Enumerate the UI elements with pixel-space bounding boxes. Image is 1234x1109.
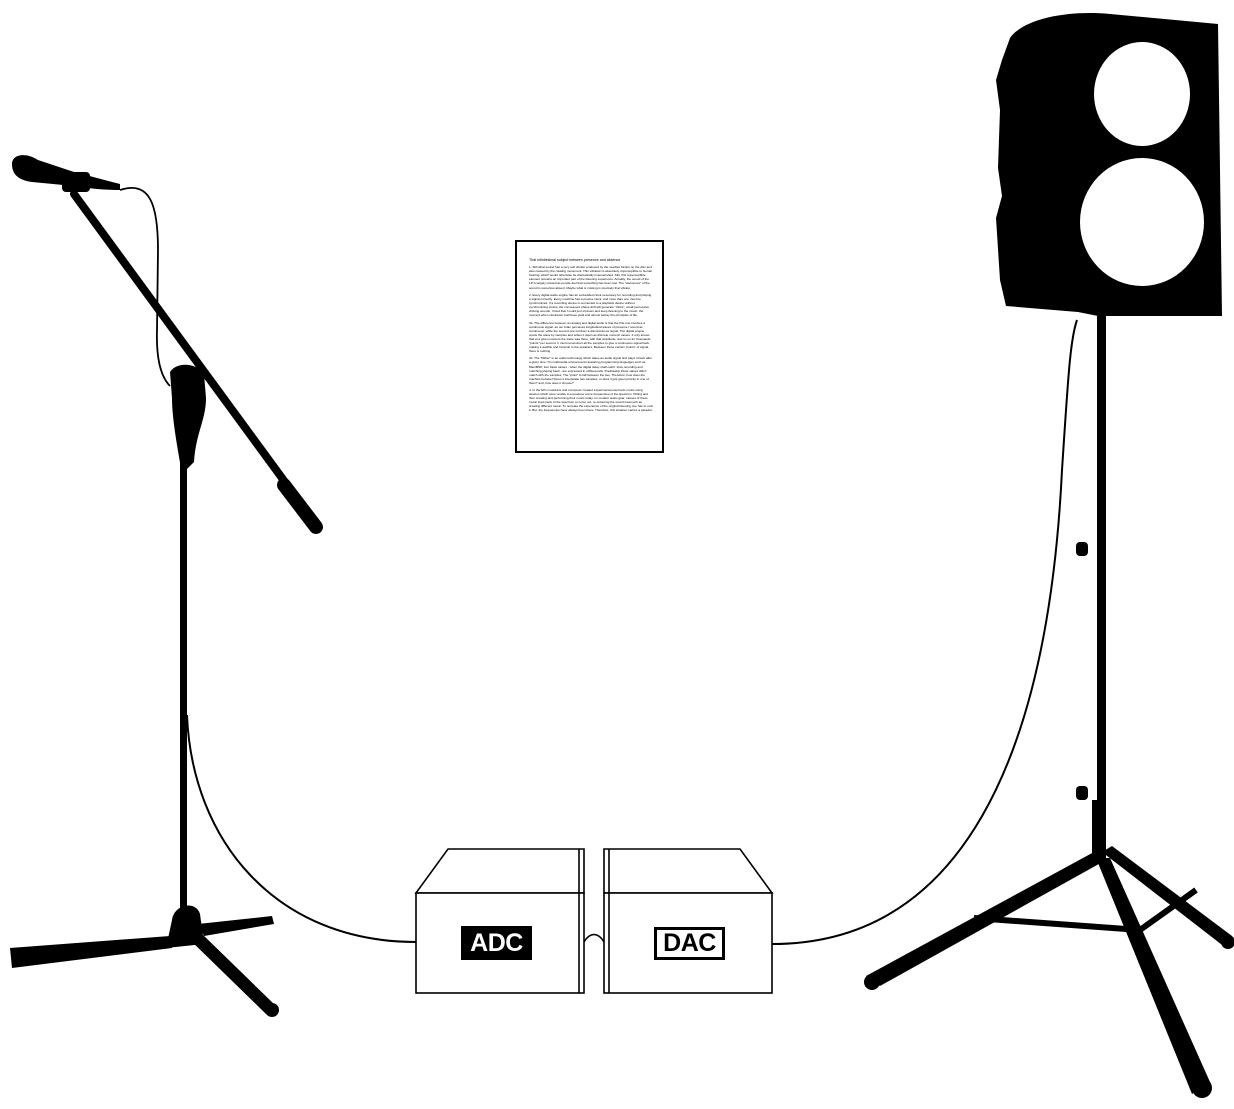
speaker-stand-foot-front xyxy=(1192,1078,1212,1098)
document-paragraph: 3a. The difference between an analog and… xyxy=(529,321,653,353)
text-document: That infinitesimal subject between prese… xyxy=(515,240,664,453)
mic-stand-leg-left xyxy=(10,936,172,968)
adc-label: ADC xyxy=(461,926,532,960)
speaker-stand-pole-upper xyxy=(1097,316,1106,816)
adc-box xyxy=(416,849,584,993)
microphone-cable xyxy=(187,715,416,942)
mic-stand-leg-back xyxy=(198,916,274,936)
speaker-tweeter xyxy=(1094,42,1190,146)
document-paragraph: 3b. The "Dither" is an audio technology … xyxy=(529,356,653,384)
pole-knob-1 xyxy=(1076,542,1088,556)
dac-box xyxy=(604,849,772,993)
speaker-cable xyxy=(772,320,1077,944)
boom-clutch xyxy=(170,365,206,474)
speaker-stand-foot-left xyxy=(864,974,880,990)
dac-label: DAC xyxy=(654,927,725,960)
loudspeaker xyxy=(996,13,1222,316)
microphone-stand xyxy=(10,155,316,1017)
leg-brace-left xyxy=(974,918,1140,930)
pole-knob-2 xyxy=(1076,786,1088,800)
boom-counterweight xyxy=(284,485,316,527)
mic-stand-foot xyxy=(265,1003,279,1017)
dac-box-top xyxy=(604,849,772,893)
document-paragraph: 2. Every digital audio engine has an emb… xyxy=(529,293,653,317)
speaker-stand xyxy=(864,316,1234,1098)
converter-link-cable xyxy=(584,935,604,943)
mic-clip xyxy=(62,172,90,192)
adc-box-top xyxy=(416,849,584,893)
mic-stand-leg-right xyxy=(186,932,276,1014)
speaker-woofer xyxy=(1080,158,1204,286)
document-paragraph: 1. Still what sound has a very soft vibr… xyxy=(529,265,653,289)
document-paragraph: 4. In the 60's musicians and composer cr… xyxy=(529,388,653,412)
document-title: That infinitesimal subject between prese… xyxy=(529,258,653,262)
mic-stand-pole xyxy=(180,420,187,920)
